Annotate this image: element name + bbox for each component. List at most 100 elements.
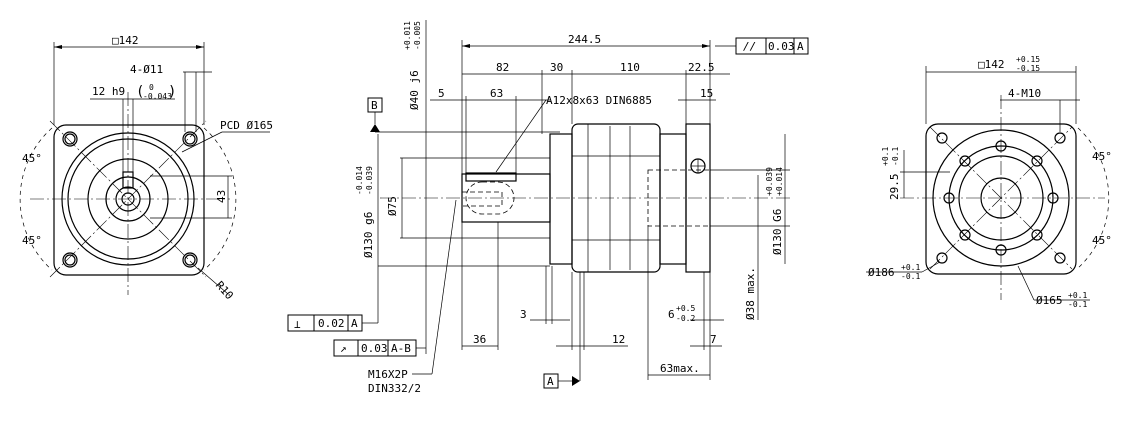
left-pcd-arc-right [203,127,237,271]
right-dim-29-5-up: +0.1 [881,147,890,166]
perp-symbol: ⊥ [294,318,301,331]
parallelism-datum: A [797,40,804,53]
left-hole-br [184,254,196,266]
right-dia-186: Ø186 [868,266,895,279]
parallelism-value: 0.03 [768,40,795,53]
right-165-leader [1017,265,1035,301]
dim3-label: 3 [520,308,527,321]
gearbox-body [549,133,573,265]
left-hole-tr-ring [182,131,198,147]
dim7-label: 7 [710,333,717,346]
right-tap-hole [1031,155,1043,167]
right-angle-bottom: 45° [1092,234,1112,247]
dim6-low: -0.2 [676,314,695,323]
right-186-leader [921,261,941,273]
right-threads-label: 4-M10 [1008,87,1041,100]
thread-label-1: M16X2P [368,368,408,381]
dim63max-label: 63max. [660,362,700,375]
right-dia-186-low: -0.1 [901,272,920,281]
parallelism-frame: // 0.03 A [715,37,809,55]
left-key-tol-low: -0.043 [143,92,172,101]
dim-22-5-label: 22.5 [688,61,715,74]
left-holes-label: 4-Ø11 [130,63,163,76]
right-hole-tr [1054,132,1066,144]
arrowhead [196,45,204,49]
front-side-view: 244.5 // 0.03 A 82 30 110 22.5 5 63 15 [287,20,809,395]
overall-length-label: 244.5 [568,33,601,46]
left-key-tol: 12 h9 [92,85,125,98]
datum-a-label: A [547,375,554,388]
left-centerline-d2 [49,120,207,278]
runout-symbol: ↗ [340,342,347,355]
left-key-tol-up: 0 [149,83,154,92]
thread-label-2: DIN332/2 [368,382,421,395]
left-key-tol-close: ) [168,84,176,100]
left-hole-tl-ring [62,131,78,147]
left-pcd-arc-left [19,127,53,271]
bore-tol-up: +0.039 [765,167,774,196]
shaft-dia-label: Ø40 j6 [408,70,421,110]
runout-frame: ↗ 0.03 A-B [333,339,426,357]
bore-tol-low: +0.014 [775,167,784,196]
left-pcd-label: PCD Ø165 [220,119,273,132]
right-dia-165-up: +0.1 [1068,291,1087,300]
right-dia-165-low: -0.1 [1068,300,1087,309]
dim12-label: 12 [612,333,625,346]
right-hole-bl [936,252,948,264]
datum-a-triangle [572,376,580,386]
right-dia-165: Ø165 [1036,294,1063,307]
left-flange-square [53,124,205,276]
runout-value: 0.03 [361,342,388,355]
left-hole-tl [64,133,76,145]
right-square-label: □142 [978,58,1005,71]
fcf-cell [793,37,809,55]
shaft-key [465,172,517,182]
right-centerline-d2 [929,126,1073,270]
left-hole-bl [64,254,76,266]
datum-b-label: B [371,99,378,112]
left-angle-bottom: 45° [22,234,42,247]
runout-datum: A-B [391,342,411,355]
center-thread-hidden [461,191,503,207]
fcf-cell [287,314,315,332]
right-tap-hole [959,155,971,167]
right-tap-hole [959,229,971,241]
dim-63-label: 63 [490,87,503,100]
left-end-view: □142 4-Ø11 12 h9 ( 0 -0.043 ) PCD Ø165 4… [19,34,273,302]
dia38-label: Ø38 max. [744,267,757,320]
arrowhead [702,44,710,48]
arrowhead [462,44,470,48]
dim6-label: 6 [668,308,675,321]
right-hole-tl [936,132,948,144]
right-angle-top: 45° [1092,150,1112,163]
parallelism-symbol: // [743,40,756,53]
perp-datum: A [351,317,358,330]
key-callout: A12x8x63 DIN6885 [546,94,652,107]
arrowhead [54,45,62,49]
right-pcd-arc [1077,127,1110,269]
thread-leader [431,199,457,375]
right-square-tol-up: +0.15 [1016,55,1040,64]
pilot-tol-low: -0.039 [365,166,374,195]
dim-110-label: 110 [620,61,640,74]
left-radius-leader [197,267,229,295]
left-square-label: □142 [112,34,139,47]
left-hole-tr [184,133,196,145]
left-angle-top: 45° [22,152,42,165]
dim-15-label: 15 [700,87,713,100]
perpendicularity-frame: ⊥ 0.02 A [287,266,379,332]
shaft-tol-low: -0.005 [413,21,422,50]
dim-82-label: 82 [496,61,509,74]
bore-dia-label: Ø130 G6 [771,209,784,255]
dim-5-label: 5 [438,87,445,100]
left-pcd-leader [181,131,223,153]
adapter-ring [659,133,687,265]
shaft-keyway-hidden [465,181,515,215]
perp-value: 0.02 [318,317,345,330]
left-hole-bl-ring [62,252,78,268]
left-key-tol-open: ( [136,84,144,100]
right-tap-hole [1031,229,1043,241]
left-dim-43: 43 [215,190,228,203]
shaft-tol-up: +0.011 [403,21,412,50]
